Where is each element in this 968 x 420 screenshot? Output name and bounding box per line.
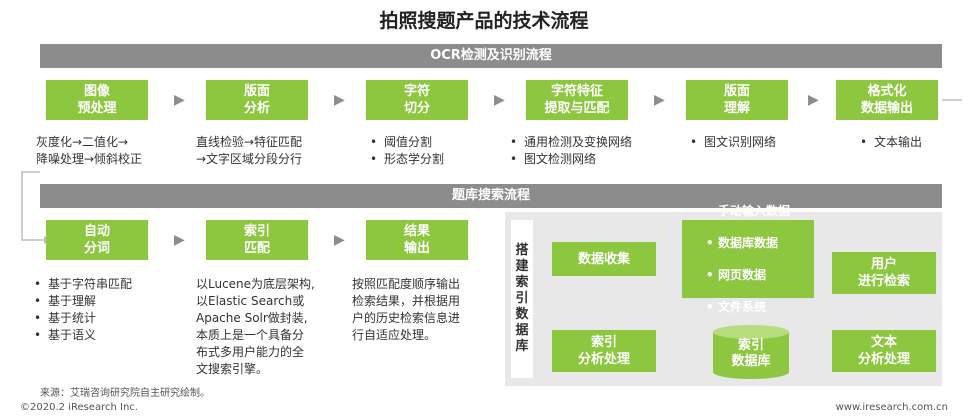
page-title: 拍照搜题产品的技术流程 — [379, 10, 589, 32]
ocr-step-4-box: 字符特征 提取与匹配 — [526, 80, 628, 120]
list-item: 数据库数据 — [706, 235, 790, 251]
index-process-box: 索引 分析处理 — [552, 330, 656, 372]
ocr-arrow-3: ▶ — [494, 92, 505, 108]
list-item: 阈值分割 — [370, 134, 444, 151]
ocr-step-3-box: 字符 切分 — [366, 80, 468, 120]
ocr-step-1-box: 图像 预处理 — [46, 80, 148, 120]
search-step-3-box: 结果 输出 — [366, 220, 468, 260]
search-arrow-2: ▶ — [334, 232, 345, 248]
list-item: 通用检测及变换网络 — [510, 134, 632, 151]
ocr-step-2-desc: 直线检验→特征匹配 →文字区域分段分行 — [196, 135, 303, 166]
source-note: 来源：艾瑞咨询研究院自主研究绘制。 — [40, 388, 210, 399]
ocr-step-2-box: 版面 分析 — [206, 80, 308, 120]
list-item: 基于字符串匹配 — [34, 276, 132, 293]
search-step-3-desc: 按照匹配度顺序输出 检索结果，并根据用 户的历史检索信息进 行自适应处理。 — [352, 277, 461, 342]
ocr-arrow-5: ▶ — [808, 92, 819, 108]
list-item: 手动输入数据 — [706, 203, 790, 219]
ocr-arrow-2: ▶ — [334, 92, 345, 108]
search-process-bar: 题库搜索流程 — [40, 184, 942, 208]
list-item: 文件系统 — [706, 299, 790, 315]
data-collect-box: 数据收集 — [552, 242, 656, 276]
list-item: 基于语义 — [34, 327, 132, 344]
text-process-box: 文本 分析处理 — [832, 330, 936, 372]
list-item: 形态学分割 — [370, 151, 444, 168]
search-step-1-list: 基于字符串匹配 基于理解 基于统计 基于语义 — [34, 276, 132, 344]
footer-copyright: ©2020.2 iResearch Inc. — [20, 402, 138, 413]
footer-website: www.iresearch.com.cn — [835, 402, 948, 413]
index-db-vertical-label: 搭建索引数据库 — [511, 220, 533, 378]
search-step-2-box: 索引 匹配 — [206, 220, 308, 260]
ocr-step-4-list: 通用检测及变换网络 图文检测网络 — [510, 134, 632, 168]
index-database-label: 索引 数据库 — [731, 338, 771, 369]
ocr-step-3-list: 阈值分割 形态学分割 — [370, 134, 444, 168]
ocr-step-6-list: 文本输出 — [860, 134, 922, 151]
list-item: 网页数据 — [706, 267, 790, 283]
data-sources-box: 手动输入数据 数据库数据 网页数据 文件系统 — [682, 204, 814, 314]
ocr-arrow-4: ▶ — [654, 92, 665, 108]
search-arrow-1: ▶ — [174, 232, 185, 248]
ocr-process-bar: OCR检测及识别流程 — [40, 44, 942, 68]
index-database-icon — [713, 325, 789, 379]
ocr-step-1-desc: 灰度化→二值化→ 降噪处理→倾斜校正 — [36, 135, 143, 166]
list-item: 基于统计 — [34, 310, 132, 327]
ocr-arrow-1: ▶ — [174, 92, 185, 108]
user-search-box: 用户 进行检索 — [832, 252, 936, 294]
list-item: 图文检测网络 — [510, 151, 632, 168]
ocr-step-5-list: 图文识别网络 — [690, 134, 776, 151]
list-item: 文本输出 — [860, 134, 922, 151]
list-item: 基于理解 — [34, 293, 132, 310]
ocr-step-6-box: 格式化 数据输出 — [836, 80, 938, 120]
search-step-1-box: 自动 分词 — [46, 220, 148, 260]
list-item: 图文识别网络 — [690, 134, 776, 151]
search-step-2-desc: 以Lucene为底层架构, 以Elastic Search或 Apache So… — [196, 277, 315, 376]
ocr-step-5-box: 版面 理解 — [686, 80, 788, 120]
